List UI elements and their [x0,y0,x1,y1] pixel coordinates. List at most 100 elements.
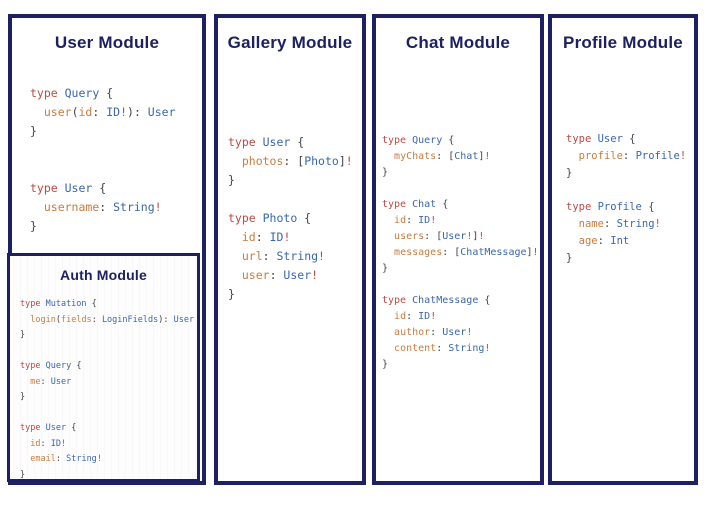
code-line: } [228,285,353,304]
code-token: id [30,438,41,449]
profile-module-title: Profile Module [563,33,683,52]
code-token: ChatMessage [412,295,485,306]
code-token: type [228,211,263,225]
code-token [382,215,394,226]
code-token: ( [55,314,61,325]
code-token: ! [311,268,319,282]
gallery-module-code: type User { photos: [Photo]!} type Photo… [228,133,353,304]
code-token: ID [269,230,284,244]
code-line: login(fields: LoginFields): User [20,313,194,329]
code-token [382,231,394,242]
code-token: photos [241,154,284,168]
code-token: ! [466,231,473,242]
code-line: user(id: ID!): User [30,103,176,122]
code-token [228,249,242,263]
code-token: type [382,199,413,210]
code-token: } [228,173,235,187]
code-token: type [228,135,263,149]
code-token: : [40,376,51,387]
code-line: messages: [ChatMessage]! [382,245,539,261]
code-token: profile [578,150,623,162]
code-token: login [30,314,56,325]
code-line [30,141,176,160]
code-token [30,200,44,214]
code-token: email [30,454,56,464]
code-token: messages [394,247,443,258]
code-token: User [262,135,298,149]
code-token: { [106,86,114,100]
code-line: name: String! [566,216,686,233]
code-line [382,181,539,197]
code-line [30,160,176,179]
code-token: type [382,295,413,306]
code-token: : [91,314,102,325]
code-line: type Mutation { [20,297,194,313]
code-token: Int [610,235,630,247]
code-token: user [241,268,270,282]
code-line: type User { [566,131,686,148]
code-token: { [297,135,305,149]
code-token: Profile [597,201,649,213]
code-token: String [113,200,155,214]
code-token [382,311,394,322]
user-module-code: type Query { user(id: ID!): User} type U… [30,84,176,236]
code-token: } [20,330,26,340]
code-line: email: String! [20,452,194,468]
code-line: content: String! [382,341,539,357]
code-token: name [578,218,604,230]
code-token: ! [318,249,325,263]
code-token: } [20,469,26,480]
code-token: url [241,249,263,263]
code-token: ! [154,200,162,214]
code-token: } [20,392,26,402]
code-token [382,343,394,354]
code-token [30,105,44,119]
code-token: ! [484,343,491,354]
code-token: : [436,343,449,354]
code-token: type [20,361,46,371]
code-token: { [76,361,82,371]
code-line [20,406,194,422]
code-token [566,218,579,230]
code-token: { [304,211,312,225]
code-line: } [20,390,194,406]
code-line: username: String! [30,198,176,217]
code-token: } [382,263,389,274]
code-line: type ChatMessage { [382,293,539,309]
code-token [20,439,30,449]
code-token [20,377,30,387]
chat-module-code: type Query { myChats: [Chat]!} type Chat… [382,133,539,373]
code-token: User [442,327,467,338]
code-token: } [382,359,389,370]
code-token: age [578,235,598,247]
code-token: id [394,215,407,226]
code-token: Photo [304,154,339,168]
code-token: : [ [442,247,461,258]
code-token: User [442,231,467,242]
code-line: age: Int [566,233,686,250]
code-token: ! [430,215,437,226]
code-line: } [20,468,194,484]
code-token: ! [654,218,661,230]
code-token: ! [345,154,353,168]
code-token: } [30,124,37,138]
code-token [20,454,30,464]
code-token: : [55,454,67,464]
code-token: : [ [424,231,443,242]
gallery-module-title: Gallery Module [227,33,353,52]
code-token: User [173,314,195,325]
code-line: } [382,261,539,277]
code-token [228,230,242,244]
code-token: { [99,181,107,195]
code-token: User [50,376,72,387]
code-token: { [91,299,97,309]
code-token: String [66,454,97,464]
code-token: Query [412,135,449,146]
code-token: ! [679,150,687,162]
code-token: : [99,200,114,214]
code-token: { [71,423,77,433]
code-token [566,150,579,162]
code-token: User [147,105,176,119]
code-token: : [ [436,151,455,162]
code-token: ! [430,311,437,322]
